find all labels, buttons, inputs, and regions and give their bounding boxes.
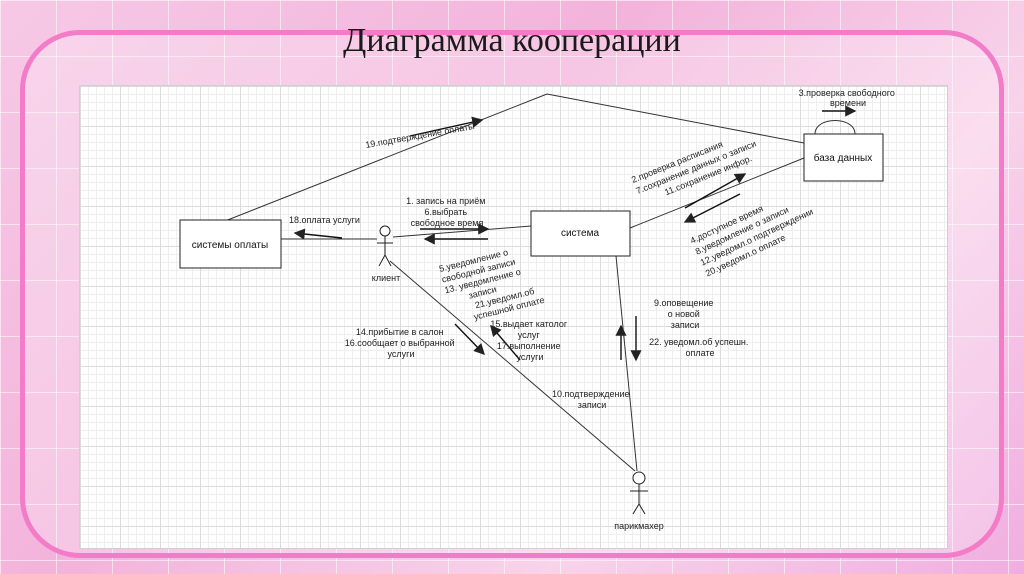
link-client-system <box>392 225 532 238</box>
object-system: система <box>530 210 631 257</box>
object-database: база данных <box>803 133 884 182</box>
database-label: база данных <box>814 152 873 164</box>
link-top-database <box>546 93 805 144</box>
collaboration-diagram: системы оплаты система база данных клиен… <box>179 88 898 531</box>
actor-barber-icon <box>630 471 648 515</box>
link-client-barber <box>389 260 636 472</box>
slide-title: Диаграмма кооперации <box>343 22 681 59</box>
arrow-m19 <box>409 116 484 137</box>
msg-22: 22. уведомл.об успешн. оплате <box>649 337 751 358</box>
link-system-barber <box>615 255 638 472</box>
actor-client-icon <box>377 225 393 267</box>
msg-9: 9.оповещение о новой записи <box>654 298 716 330</box>
arrow-m14-16 <box>454 323 485 356</box>
msg-2-7-11: 2.проверка расписания 7.сохранение данны… <box>630 126 764 207</box>
msg-18: 18.оплата услуги <box>289 215 360 225</box>
diagram-canvas: системы оплаты система база данных клиен… <box>79 85 948 549</box>
arrow-m2-7-11 <box>684 173 747 209</box>
msg-4-8-12-20: 4.доступное время 8.уведомление о записи… <box>689 184 822 279</box>
arrow-m4-8-12-20 <box>683 193 741 223</box>
msg-15-17: 15.выдает католог услуг 17.выполнение ус… <box>490 319 569 362</box>
link-payment-top <box>219 93 548 224</box>
msg-5-13-21: 5.уведомление о свободной записи 13. уве… <box>438 241 545 327</box>
system-label: система <box>561 228 599 239</box>
barber-label: парикмахер <box>614 521 663 531</box>
msg-19: 19.подтверждение оплаты <box>365 121 476 150</box>
msg-10: 10.подтверждение записи <box>552 389 632 410</box>
arrow-m15-17 <box>490 324 521 361</box>
link-system-database <box>629 157 805 229</box>
object-payment-system: системы оплаты <box>179 219 282 269</box>
client-label: клиент <box>372 273 400 283</box>
msg-3: 3.проверка свободного времени <box>799 88 898 108</box>
msg-14-16: 14.прибытие в салон 16.сообщает о выбран… <box>345 327 457 359</box>
arrow-m18 <box>293 228 343 240</box>
self-loop-database <box>814 120 856 135</box>
payment-system-label: системы оплаты <box>192 240 268 251</box>
msg-1-6: 1. запись на приём 6.выбрать свободное в… <box>406 196 488 228</box>
